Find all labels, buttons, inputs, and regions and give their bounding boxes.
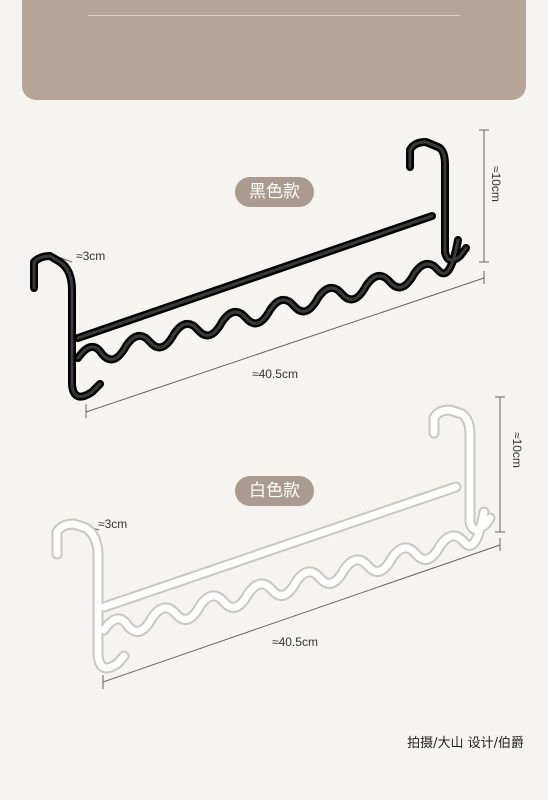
white-length-label: ≈40.5cm [272,635,318,649]
dimension-lines [52,129,505,689]
top-banner [22,0,526,100]
black-hanger [30,138,470,401]
black-variant-label: 黑色款 [235,177,314,207]
white-variant-label: 白色款 [235,476,314,506]
black-length-label: ≈40.5cm [252,367,298,381]
black-depth-label: ≈3cm [76,249,106,263]
white-hanger [51,404,496,674]
banner-divider [88,15,460,16]
white-height-label: ≈10cm [510,432,524,468]
black-height-label: ≈10cm [489,166,503,202]
design-credit: 拍摄/大山 设计/伯爵 [407,736,524,751]
white-depth-label: ≈3cm [98,517,128,531]
